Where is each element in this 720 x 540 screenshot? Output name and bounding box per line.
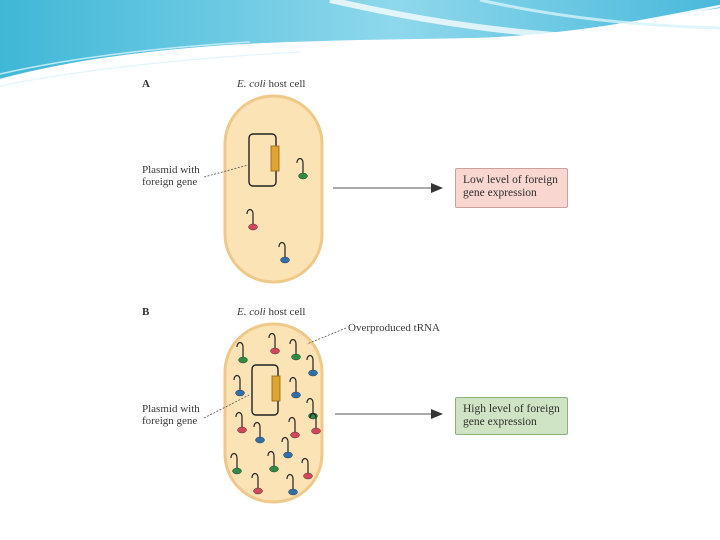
host-cell-species-b: E. coli <box>237 306 266 318</box>
arrow-a <box>333 183 443 193</box>
ecoli-cell-a <box>223 94 324 284</box>
host-cell-label-a: E. coli host cell <box>237 78 305 90</box>
host-cell-species-a: E. coli <box>237 78 266 90</box>
trna-molecule <box>296 157 308 180</box>
overproduced-trna-label: Overproduced tRNA <box>348 322 440 334</box>
trna-molecule <box>251 472 263 495</box>
trna-molecule <box>253 421 265 444</box>
host-cell-text-a: host cell <box>265 78 306 90</box>
foreign-gene-a <box>270 145 280 172</box>
low-expression-line1: Low level of foreign <box>463 174 558 186</box>
panel-letter-b: B <box>142 306 150 318</box>
trna-molecule <box>306 354 318 377</box>
trna-expression-figure: A E. coli host cell Plasmid with foreign… <box>131 72 587 518</box>
plasmid-label-a-line1: Plasmid with <box>142 164 200 176</box>
arrow-b <box>335 409 443 419</box>
plasmid-leader-a <box>203 164 249 178</box>
trna-molecule <box>268 332 280 355</box>
trna-molecule <box>301 457 313 480</box>
trna-molecule <box>289 376 301 399</box>
trna-molecule <box>236 341 248 364</box>
trna-leader-b <box>306 327 347 345</box>
low-expression-line2: gene expression <box>463 187 537 199</box>
plasmid-label-a-line2: foreign gene <box>142 176 198 188</box>
plasmid-leader-b <box>203 394 250 419</box>
trna-molecule <box>288 416 300 439</box>
low-expression-box: Low level of foreign gene expression <box>455 168 568 208</box>
high-expression-box: High level of foreign gene expression <box>455 397 568 435</box>
trna-molecule <box>230 452 242 475</box>
trna-molecules <box>230 157 321 496</box>
trna-molecule <box>278 241 290 264</box>
trna-molecule <box>309 412 321 435</box>
trna-molecule <box>235 411 247 434</box>
host-cell-label-b: E. coli host cell <box>237 306 305 318</box>
trna-molecule <box>289 338 301 361</box>
panel-letter-a: A <box>142 78 150 90</box>
trna-molecule <box>286 473 298 496</box>
plasmid-label-b-line1: Plasmid with <box>142 403 200 415</box>
trna-molecule <box>246 208 258 231</box>
trna-molecule <box>281 436 293 459</box>
host-cell-text-b: host cell <box>265 306 306 318</box>
figure-graphics <box>203 94 443 504</box>
plasmid-label-b: Plasmid with foreign gene <box>142 403 200 427</box>
plasmid-label-a: Plasmid with foreign gene <box>142 164 200 188</box>
trna-molecule <box>267 450 279 473</box>
plasmid-label-b-line2: foreign gene <box>142 415 198 427</box>
high-expression-line2: gene expression <box>463 416 537 428</box>
ecoli-cell-b <box>223 322 324 504</box>
high-expression-line1: High level of foreign <box>463 403 560 415</box>
trna-molecule <box>233 374 245 397</box>
header-wave-banner <box>0 0 720 87</box>
foreign-gene-b <box>271 375 281 402</box>
